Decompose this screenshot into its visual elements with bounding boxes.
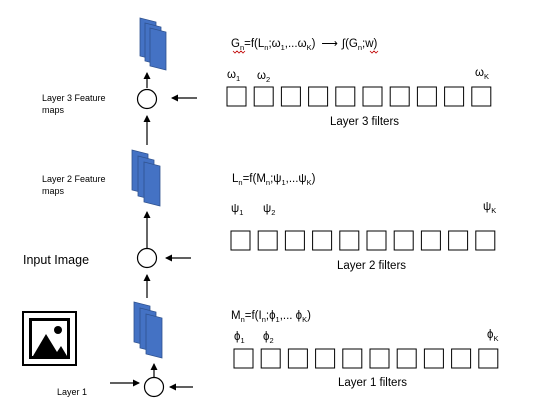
layer2-equation: Ln=f(Mn;ψ1,...ψK) [232, 173, 316, 187]
feature-map [143, 161, 161, 207]
layer2-filter-box [475, 230, 496, 251]
layer3-filter-box [335, 86, 356, 107]
layer3-filter-box [253, 86, 274, 107]
layer3-filter-box [308, 86, 329, 107]
layer2-filter-box [312, 230, 333, 251]
layer2-filter-box [448, 230, 469, 251]
layer2-filter-box [366, 230, 387, 251]
layer1-filter-box [233, 348, 254, 369]
layer3-filter-symbol-k: ωK [475, 67, 489, 81]
layer3-filter-box [471, 86, 492, 107]
layer2-filter-row [230, 230, 496, 251]
layer1-filter-symbol-2: ϕ2 [263, 331, 274, 345]
layer3-filter-symbol-1: ω1 [227, 69, 240, 83]
layer3-feature-maps-label: Layer 3 Feature maps [42, 93, 108, 115]
layer1-filter-row [233, 348, 499, 369]
layer2-filters-caption: Layer 2 filters [337, 260, 406, 272]
layer3-filter-box [444, 86, 465, 107]
layer1-equation: Mn=f(In;ϕ1,... ϕK) [231, 310, 311, 324]
layer2-filter-box [339, 230, 360, 251]
layer1-filter-box [260, 348, 281, 369]
layer1-filter-box [451, 348, 472, 369]
layer2-filter-symbol-1: ψ1 [231, 203, 243, 217]
layer2-filter-box [420, 230, 441, 251]
layer3-filter-box [389, 86, 410, 107]
layer1-filter-box [478, 348, 499, 369]
spellcheck-squiggle [232, 50, 246, 54]
layer1-filter-box [342, 348, 363, 369]
layer1-filter-box [396, 348, 417, 369]
layer1-node [143, 376, 165, 398]
layer1-label: Layer 1 [57, 387, 87, 397]
layer2-feature-maps-label: Layer 2 Feature maps [42, 174, 108, 196]
layer1-feature-map-stack [133, 301, 163, 359]
layer3-filter-box [280, 86, 301, 107]
layer2-feature-map-stack [131, 149, 161, 207]
layer3-filter-box [416, 86, 437, 107]
layer1-filter-box [315, 348, 336, 369]
layer1-filter-box [369, 348, 390, 369]
layer1-filters-caption: Layer 1 filters [338, 377, 407, 389]
feature-map [145, 313, 163, 359]
feature-map [149, 27, 167, 71]
layer2-node [136, 247, 158, 269]
layer2-filter-box [284, 230, 305, 251]
layer3-filter-symbol-2: ω2 [257, 70, 270, 84]
layer1-filter-symbol-k: ϕK [487, 329, 498, 343]
landscape-image-icon [22, 311, 77, 366]
layer3-equation: Gn=f(Ln;ω1,...ωK)⟶∫(Gn;w) [231, 38, 378, 52]
layer3-filters-caption: Layer 3 filters [330, 116, 399, 128]
layer3-filter-box [226, 86, 247, 107]
layer2-filter-symbol-k: ψK [483, 201, 496, 215]
layer2-filter-box [257, 230, 278, 251]
spellcheck-squiggle [369, 50, 379, 54]
layer2-filter-box [393, 230, 414, 251]
layer3-feature-map-stack [139, 17, 167, 71]
layer3-filter-row [226, 86, 492, 107]
layer1-filter-box [287, 348, 308, 369]
layer3-node [136, 88, 158, 110]
layer3-filter-box [362, 86, 383, 107]
input-image-label: Input Image [23, 253, 89, 267]
layer1-filter-symbol-1: ϕ1 [234, 331, 245, 345]
layer1-filter-box [423, 348, 444, 369]
layer2-filter-box [230, 230, 251, 251]
layer2-filter-symbol-2: ψ2 [263, 203, 275, 217]
